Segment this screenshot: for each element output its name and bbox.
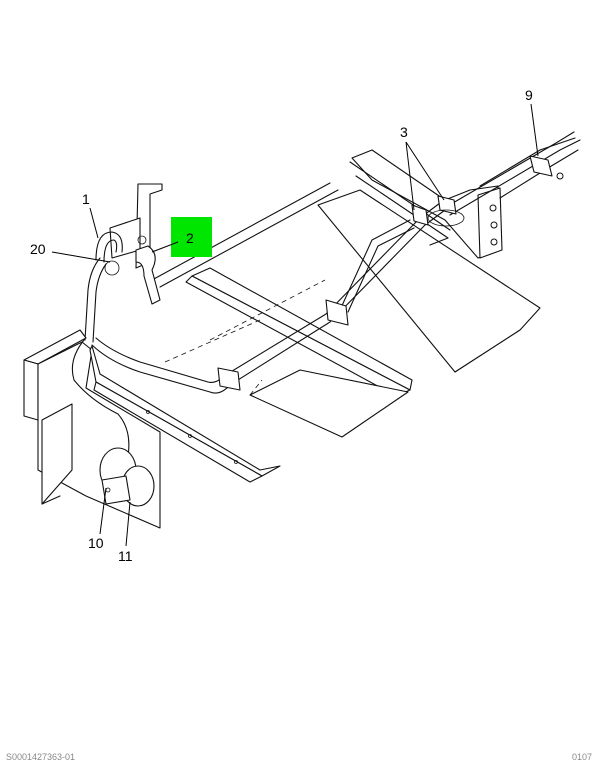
clip bbox=[325, 299, 349, 326]
footer-right-code: 0107 bbox=[572, 752, 593, 762]
rear-crossmember bbox=[349, 137, 579, 259]
callout-9: 9 bbox=[525, 87, 533, 103]
callout-20: 20 bbox=[30, 241, 46, 257]
callout-10: 10 bbox=[88, 535, 104, 551]
callout-11: 11 bbox=[118, 548, 133, 564]
footer-left-code: S0001427363-01 bbox=[6, 752, 76, 762]
bolt-hole bbox=[556, 172, 564, 180]
callout-2: 2 bbox=[186, 230, 194, 246]
horn-assembly bbox=[99, 447, 155, 507]
tube-clips bbox=[217, 155, 564, 391]
callout-3: 3 bbox=[400, 124, 408, 140]
upper-bracket-assembly bbox=[95, 183, 163, 305]
callouts: 1 20 2 3 9 10 11 bbox=[30, 87, 539, 564]
highlight-box-2 bbox=[171, 217, 212, 257]
clip bbox=[529, 155, 553, 177]
bolt-hole bbox=[490, 238, 498, 246]
bolt-hole bbox=[490, 221, 498, 229]
callout-1: 1 bbox=[82, 191, 90, 207]
clip bbox=[411, 204, 429, 226]
clip bbox=[217, 367, 241, 391]
clip bbox=[437, 195, 457, 215]
lower-left-structure bbox=[23, 329, 281, 529]
bolt-hole bbox=[489, 204, 497, 212]
